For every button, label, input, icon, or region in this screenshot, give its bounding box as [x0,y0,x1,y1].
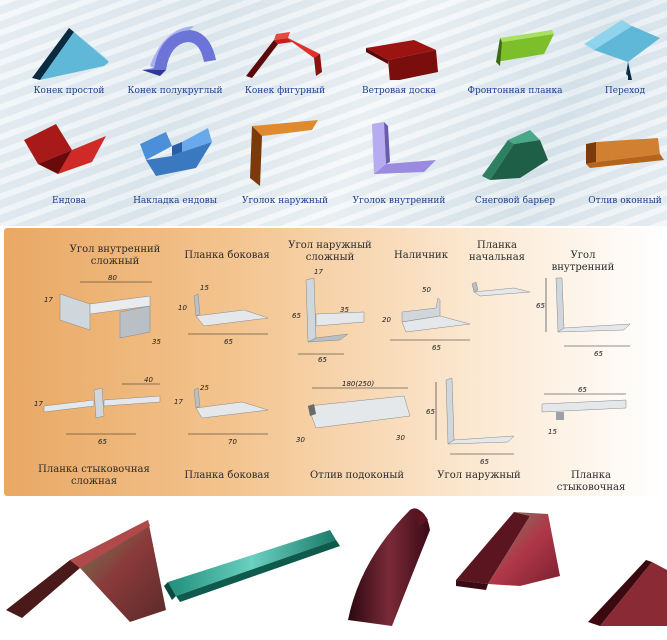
dim-text: 65 [536,302,545,310]
transition-icon [584,20,660,80]
dim-text: 180(250) [342,380,374,388]
drawing-label: Планка боковая [184,470,270,481]
catalog-item-transition: Переход [570,10,667,110]
catalog-label: Ендова [52,196,86,206]
dim-text: 30 [396,434,405,442]
dim-text: 70 [228,438,237,446]
side-strip-2-drawing: 25 17 70 [174,384,269,446]
figured-ridge-icon [246,32,322,78]
round-ridge-icon [142,26,216,76]
inner-corner-icon [372,122,436,174]
catalog-label: Уголок внутренний [352,196,446,206]
dim-text: 65 [318,356,327,364]
starter-strip-drawing [471,281,531,297]
dim-text: 50 [422,286,431,294]
catalog-label: Уголок наружный [241,196,329,206]
inner-corner-drawing: 65 65 [536,277,631,358]
catalog-item-wind-board: Ветровая доска [344,10,454,110]
drawing-label: Угол наружный сложный [288,240,372,263]
inner-complex-corner-drawing: 80 17 35 [44,274,161,346]
technical-drawings: Угол внутренний сложный Планка боковая У… [4,228,663,496]
dim-text: 65 [98,438,107,446]
photo-ridge-corner [588,560,667,626]
outer-corner-icon [250,120,318,186]
catalog-item-outer-corner: Уголок наружный [230,116,340,216]
catalog-label: Накладка ендовы [133,196,217,206]
dim-text: 65 [292,312,301,320]
photo-ridge-round [348,508,430,626]
dim-text: 65 [432,344,441,352]
catalog-label: Снеговой барьер [474,196,556,206]
drawing-label: Угол внутренний [551,250,615,273]
dim-text: 17 [314,268,323,276]
side-strip-drawing: 15 10 65 [178,284,269,346]
dim-text: 17 [44,296,53,304]
dim-text: 65 [224,338,233,346]
catalog-label: Переход [604,86,646,96]
sill-drip-drawing: 180(250) 30 30 [296,380,411,444]
catalog-item-valley: Ендова [14,116,124,216]
dim-text: 30 [296,436,305,444]
catalog-label: Ветровая доска [361,86,437,96]
photos-strip [6,508,667,626]
wind-board-icon [366,40,438,80]
dim-text: 15 [548,428,557,436]
catalog-label: Фронтонная планка [467,86,563,96]
drawing-label: Угол наружный [437,470,521,481]
dim-text: 80 [108,274,117,282]
product-photos [0,500,667,636]
dim-text: 65 [578,386,587,394]
photo-ridge-figured [456,512,560,590]
dim-text: 65 [480,458,489,466]
dim-text: 35 [152,338,161,346]
catalog-item-snow-barrier: Снеговой барьер [460,116,570,216]
outer-complex-corner-drawing: 17 65 35 65 [292,268,365,364]
dim-text: 20 [382,316,391,324]
drawing-label: Планка стыковочная [556,470,626,493]
outer-corner-drawing: 65 65 [426,377,515,466]
drawing-label: Наличник [394,250,448,261]
catalog-item-inner-corner: Уголок внутренний [344,116,454,216]
catalog-label: Конек полукруглый [127,86,223,96]
dim-text: 25 [200,384,209,392]
dim-text: 10 [178,304,187,312]
catalog-item-round-ridge: Конек полукруглый [120,10,230,110]
dim-text: 17 [174,398,183,406]
drawing-label: Угол внутренний сложный [69,244,161,267]
catalog-item-simple-ridge: Конек простой [14,10,124,110]
complex-joint-strip-drawing: 40 17 65 [34,376,161,446]
dim-text: 17 [34,400,43,408]
catalog-label: Конек простой [33,86,105,96]
window-drip-icon [586,138,664,168]
drawing-label: Планка стыковочная сложная [38,464,150,487]
drawing-label: Отлив подоконый [310,470,404,481]
profile-catalog: Конек простой Конек полукруглый Конек фи… [0,0,667,226]
catalog-label: Конек фигурный [244,86,326,96]
gable-strip-icon [496,30,554,66]
catalog-item-figured-ridge: Конек фигурный [230,10,340,110]
catalog-item-window-drip: Отлив оконный [570,116,667,216]
catalog-label: Отлив оконный [588,196,662,206]
dim-text: 15 [200,284,209,292]
dim-text: 65 [426,408,435,416]
simple-ridge-icon [32,28,109,80]
photo-ridge-plain [6,520,166,622]
dim-text: 40 [144,376,153,384]
photo-strip-green [164,530,340,602]
drawing-label: Планка боковая [184,250,270,261]
valley-icon [24,124,106,174]
catalog-item-gable-strip: Фронтонная планка [460,10,570,110]
dim-text: 65 [594,350,603,358]
snow-barrier-icon [482,130,548,180]
joint-strip-drawing: 65 15 [541,386,627,436]
trim-drawing: 50 20 65 [382,286,471,352]
drawing-label: Планка начальная [469,240,525,263]
catalog-item-valley-overlay: Накладка ендовы [120,116,230,216]
dim-text: 35 [340,306,349,314]
valley-overlay-icon [140,128,212,176]
